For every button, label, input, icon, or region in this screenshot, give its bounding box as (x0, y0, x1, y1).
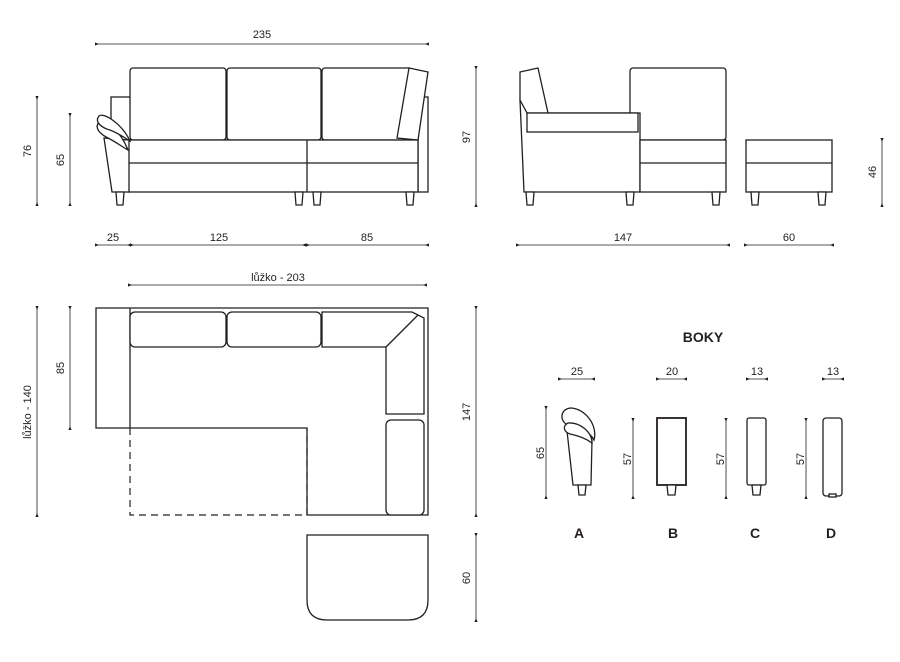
dim-height-total: 76 (22, 145, 34, 157)
dim-seat-depth: 85 (55, 362, 67, 374)
sides-section: BOKY 25 65 A 20 57 B 13 57 C 13 57 D (535, 329, 844, 541)
dim-side-b-height: 57 (622, 453, 634, 465)
side-label-c: C (750, 525, 760, 541)
side-label-a: A (574, 525, 584, 541)
dim-side-d-height: 57 (795, 453, 807, 465)
dim-bed-length: lůžko - 203 (251, 272, 305, 284)
front-view: 235 76 65 25 125 85 (22, 29, 429, 247)
ottoman-top (306, 534, 429, 621)
dim-bed-width: lůžko - 140 (22, 385, 34, 439)
dim-ottoman-height: 46 (867, 166, 879, 178)
dim-arm-width: 25 (107, 232, 119, 244)
dim-side-a-height: 65 (535, 447, 547, 459)
dim-side-c-height: 57 (715, 453, 727, 465)
top-view: lůžko - 203 lůžko - 140 85 147 60 (22, 272, 478, 622)
ottoman-side (745, 139, 833, 193)
dim-side-d-width: 13 (827, 366, 839, 378)
sides-title: BOKY (683, 329, 724, 345)
dim-side-c-width: 13 (751, 366, 763, 378)
dim-section-left: 125 (210, 232, 228, 244)
dim-top-depth: 147 (461, 403, 473, 421)
dim-ottoman-width: 60 (783, 232, 795, 244)
dim-side-a-width: 25 (571, 366, 583, 378)
side-label-d: D (826, 525, 836, 541)
dim-side-height: 97 (461, 131, 473, 143)
dim-section-right: 85 (361, 232, 373, 244)
dim-height-arm: 65 (55, 154, 67, 166)
dim-ottoman-depth: 60 (461, 572, 473, 584)
dim-side-depth: 147 (614, 232, 632, 244)
side-label-b: B (668, 525, 678, 541)
side-view: 97 147 60 46 (461, 66, 884, 247)
dim-total-width: 235 (253, 29, 271, 41)
dim-side-b-width: 20 (666, 366, 678, 378)
